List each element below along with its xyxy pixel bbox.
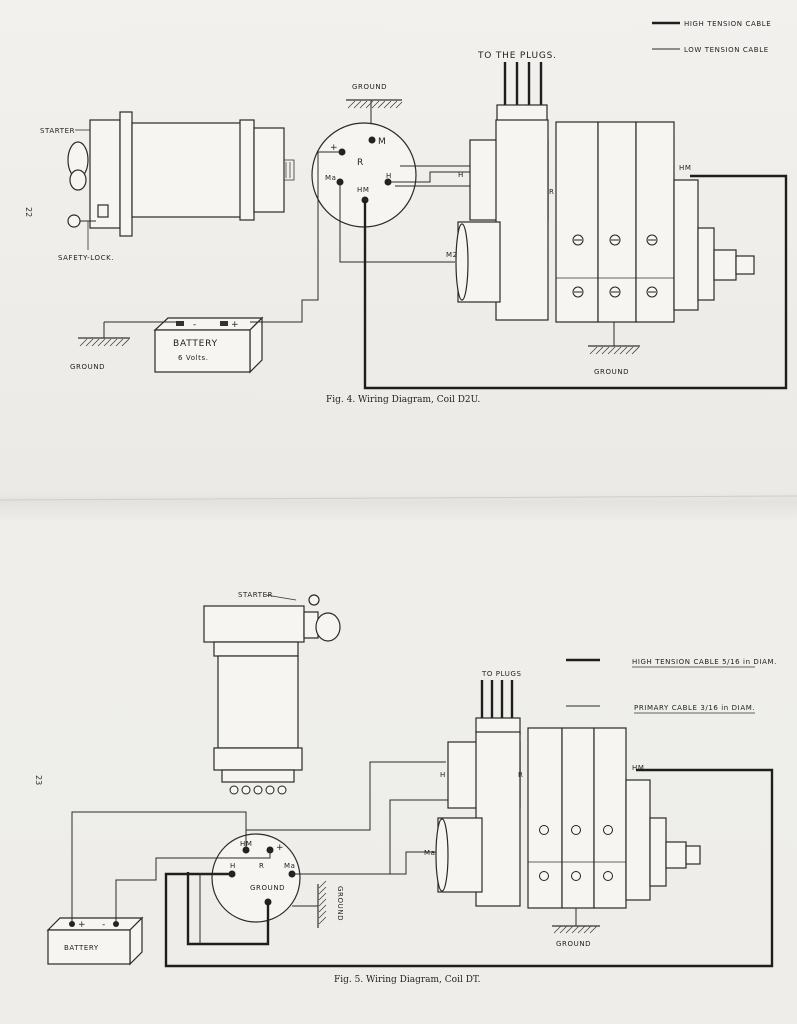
page-fold (0, 495, 797, 501)
label-battery-volts: 6 Volts. (178, 354, 209, 362)
mag-H: H (458, 171, 464, 179)
switch-H: H (386, 172, 392, 180)
magneto-fig4: H R M2 HM (446, 62, 755, 376)
page-number-23: 23 (34, 775, 43, 785)
starter-unit-fig5: STARTER (203, 591, 341, 795)
label-to-the-plugs: TO THE PLUGS. (477, 51, 557, 61)
switch-M: M (378, 137, 387, 147)
switch-Ma: Ma (325, 174, 337, 182)
switch-R: R (357, 158, 364, 168)
fig4-diagram: 22 HIGH TENSION CABLE LOW TENSION CABLE … (24, 20, 788, 405)
mag-M2: M2 (446, 251, 458, 259)
label-ground-bottom-fig4: GROUND (594, 368, 629, 376)
fig4-legend: HIGH TENSION CABLE LOW TENSION CABLE (652, 20, 771, 54)
ground-left: GROUND (70, 321, 180, 371)
legend-primary-fig5: PRIMARY CABLE 3/16 in DIAM. (634, 704, 755, 712)
mag5-R: R (518, 771, 523, 779)
caption-fig5: Fig. 5. Wiring Diagram, Coil DT. (334, 975, 481, 985)
mag5-HM: HM (632, 764, 645, 772)
switch5-plus: + (276, 843, 284, 853)
mag5-Ma: Ma (424, 849, 436, 857)
mag5-H: H (440, 771, 446, 779)
magneto-fig5: TO PLUGS H R Ma HM (424, 670, 701, 948)
battery-minus: - (193, 320, 197, 330)
label-ground-switch: GROUND (250, 884, 285, 892)
battery5-plus: + (78, 920, 86, 930)
mag-HM: HM (679, 164, 692, 172)
ground-vertical-fig5: GROUND (292, 880, 344, 928)
label-battery-fig5: BATTERY (64, 944, 99, 952)
mag-R: R (549, 188, 554, 196)
legend-high-tension: HIGH TENSION CABLE (684, 20, 771, 28)
switch-plus: + (330, 143, 338, 153)
label-ground-bottom-fig5: GROUND (556, 940, 591, 948)
label-starter: STARTER (40, 127, 75, 135)
legend-high-tension-fig5: HIGH TENSION CABLE 5/16 in DIAM. (632, 658, 777, 666)
switch-HM: HM (357, 186, 370, 194)
label-ground-vertical: GROUND (336, 886, 344, 921)
label-ground-left: GROUND (70, 363, 105, 371)
switch5-R: R (259, 862, 264, 870)
legend-low-tension: LOW TENSION CABLE (684, 46, 769, 54)
fig5-wires (71, 761, 774, 968)
battery-fig5: + - BATTERY (46, 916, 144, 966)
battery-unit: - + BATTERY 6 Volts. (153, 316, 264, 374)
fig5-legend: HIGH TENSION CABLE 5/16 in DIAM. PRIMARY… (566, 658, 777, 714)
page-number-22: 22 (24, 207, 33, 217)
caption-fig4: Fig. 4. Wiring Diagram, Coil D2U. (326, 395, 480, 405)
ignition-switch-fig4: + M R Ma HM H (311, 122, 417, 228)
starter-unit: STARTER SAFETY-LOCK. (40, 111, 295, 262)
switch5-H: H (230, 862, 236, 870)
label-ground-top: GROUND (352, 83, 387, 91)
ignition-switch-fig5: HM + H R Ma GROUND (211, 833, 301, 923)
label-battery: BATTERY (173, 339, 218, 349)
fig5-diagram: 23 HIGH TENSION CABLE 5/16 in DIAM. PRIM… (34, 591, 777, 985)
battery-plus: + (231, 320, 239, 330)
label-starter-fig5: STARTER (238, 591, 273, 599)
label-to-plugs-fig5: TO PLUGS (481, 670, 522, 678)
battery5-minus: - (102, 920, 106, 930)
switch5-Ma: Ma (284, 862, 296, 870)
label-safety-lock: SAFETY-LOCK. (58, 254, 114, 262)
